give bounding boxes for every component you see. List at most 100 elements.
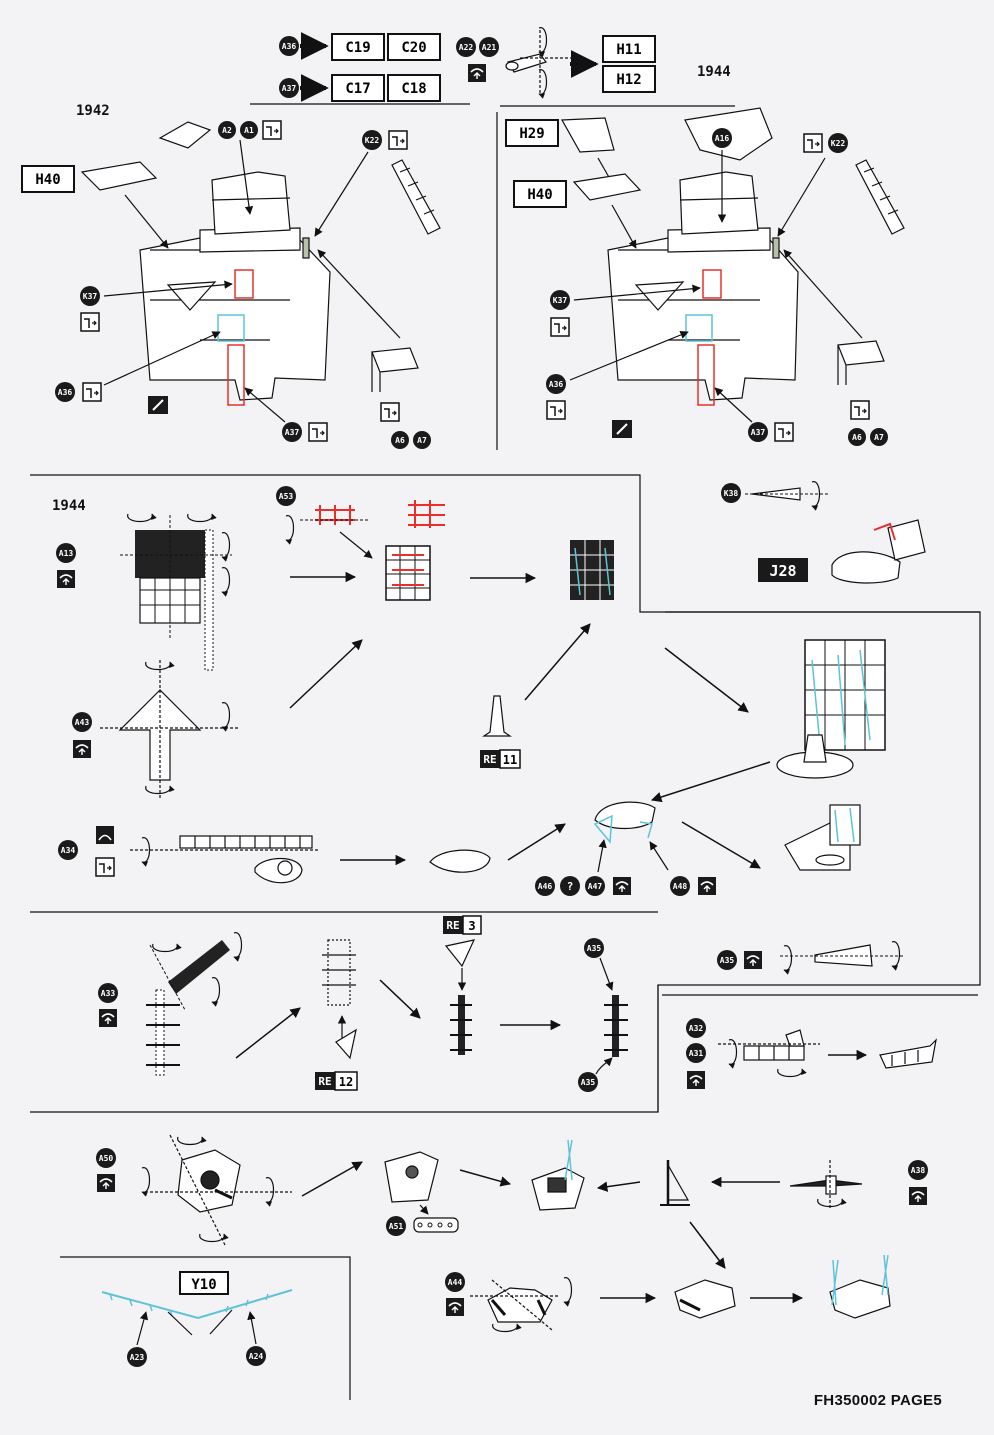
svg-text:Y10: Y10: [191, 1277, 216, 1293]
year-label-1944-top: 1944: [697, 64, 731, 80]
part-a44-bracket: [470, 1278, 572, 1332]
part-a21-sketch: [505, 28, 580, 95]
svg-text:K22: K22: [365, 136, 380, 145]
callout-a6-1944: A6: [848, 428, 866, 446]
top-instruction-row: A36 C19 C20 A37 C17 C18 A22: [279, 28, 656, 102]
cyan-part-1944: [685, 314, 713, 342]
svg-text:A36: A36: [282, 42, 297, 51]
callout-a48: A48: [670, 876, 690, 896]
radar-assembled-large: [776, 639, 886, 779]
svg-text:A36: A36: [58, 388, 73, 397]
svg-text:H11: H11: [616, 42, 641, 58]
callout-a16: A16: [712, 128, 732, 148]
bend-icon: [445, 1297, 465, 1317]
part-platform-b: [531, 1139, 585, 1211]
svg-text:A24: A24: [249, 1352, 264, 1361]
svg-text:A7: A7: [417, 436, 427, 445]
callout-a24: A24: [246, 1346, 266, 1366]
bend-icon: [743, 950, 763, 970]
svg-text:11: 11: [503, 753, 517, 767]
page-footer: FH350002 PAGE5: [813, 1392, 942, 1409]
svg-text:C17: C17: [345, 81, 370, 97]
callout-a21: A21: [479, 37, 499, 57]
bridge-structure-1942: [139, 171, 331, 401]
part-a2-sketch: [158, 121, 212, 149]
fold-icon: [546, 400, 566, 420]
part-a43-antenna: [100, 660, 240, 800]
box-c18: C18: [387, 74, 441, 102]
svg-text:A6: A6: [852, 433, 862, 442]
red-part-1944-b: [697, 344, 715, 406]
base-plate: [429, 849, 491, 873]
radar-assembly-section: A13 A53: [56, 486, 886, 896]
svg-text:A6: A6: [395, 436, 405, 445]
svg-text:A1: A1: [244, 126, 254, 135]
callout-a37-1944: A37: [748, 422, 768, 442]
svg-text:K37: K37: [83, 292, 98, 301]
red-part-1942-a: [234, 269, 254, 299]
callout-a35-lower: A35: [578, 1072, 598, 1092]
fold-icon: [850, 400, 870, 420]
part-mast-final: [604, 995, 628, 1057]
callout-a36-1944: A36: [546, 374, 566, 394]
callout-k22-1942: K22: [362, 130, 382, 150]
callout-a33: A33: [98, 983, 118, 1003]
svg-text:A34: A34: [61, 846, 76, 855]
part-a33-yard: [146, 933, 242, 1076]
fold-icon: [95, 857, 115, 877]
callout-a36-1942: A36: [55, 382, 75, 402]
svg-text:A2: A2: [222, 126, 232, 135]
bend-icon: [56, 569, 76, 589]
k38-j28-group: K38 J28: [721, 482, 926, 584]
fold-icon: [262, 120, 282, 140]
triangle-part-re12: [335, 1028, 357, 1060]
svg-text:K38: K38: [724, 489, 739, 498]
svg-text:A32: A32: [689, 1024, 704, 1033]
bend-icon: [96, 826, 114, 844]
svg-text:RE: RE: [318, 1075, 331, 1088]
callout-a47: A47: [585, 876, 605, 896]
radar-frame-1: [385, 545, 431, 601]
part-assembly-final: [829, 1254, 891, 1319]
bend-icon: [98, 1008, 118, 1028]
callout-a34: A34: [58, 840, 78, 860]
part-mast-triangle: [660, 1160, 690, 1206]
callout-a1: A1: [240, 121, 258, 139]
svg-text:A21: A21: [482, 43, 497, 52]
svg-text:12: 12: [339, 1075, 353, 1089]
fold-icon: [774, 422, 794, 442]
box-j28: J28: [758, 558, 808, 582]
callout-k37-1944: K37: [550, 290, 570, 310]
svg-text:H29: H29: [519, 126, 544, 142]
callout-a46: A46: [535, 876, 555, 896]
svg-text:A51: A51: [389, 1222, 404, 1231]
box-h12: H12: [602, 65, 656, 93]
radar-frame-2: [570, 540, 614, 600]
svg-text:A46: A46: [538, 882, 553, 891]
svg-text:C18: C18: [401, 81, 426, 97]
part-a50-platform: [142, 1134, 292, 1246]
part-mast-ladder: [322, 939, 356, 1006]
curved-shield-part: [593, 801, 656, 844]
svg-text:A16: A16: [715, 134, 730, 143]
year-label-1942: 1942: [76, 103, 110, 119]
callout-a35-upper: A35: [584, 938, 604, 958]
bend-icon: [686, 1070, 706, 1090]
svg-text:A44: A44: [448, 1278, 463, 1287]
part-a34-strip: [130, 835, 320, 884]
callout-a13: A13: [56, 543, 76, 563]
svg-text:H40: H40: [35, 172, 60, 188]
part-assembly-c: [674, 1279, 736, 1319]
svg-text:A47: A47: [588, 882, 603, 891]
bend-icon: [908, 1186, 928, 1206]
callout-a23: A23: [127, 1347, 147, 1367]
callout-a7-1942: A7: [413, 431, 431, 449]
callout-a44: A44: [445, 1272, 465, 1292]
box-y10: Y10: [179, 1271, 229, 1295]
red-part-1942-b: [227, 344, 245, 406]
bend-icon: [96, 1173, 116, 1193]
part-mast-assembled: [450, 995, 472, 1055]
box-h29: H29: [505, 119, 559, 147]
box-c19: C19: [331, 33, 385, 61]
